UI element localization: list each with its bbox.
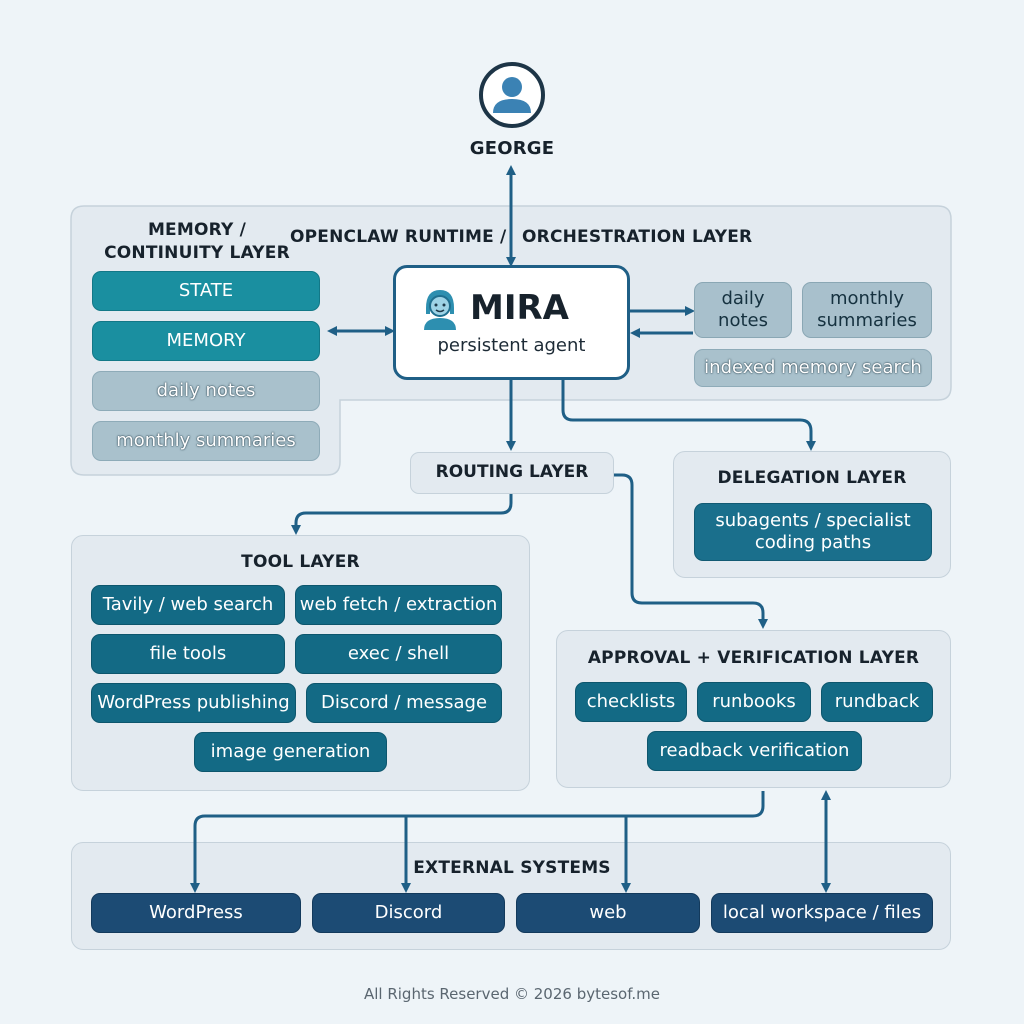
right-chip-indexed-search[interactable]: indexed memory search <box>694 349 932 387</box>
external-chip-web[interactable]: web <box>516 893 700 933</box>
right-chip-daily-notes-line2: notes <box>718 310 768 331</box>
approval-chip-readback-verification[interactable]: readback verification <box>647 731 862 771</box>
user-avatar-icon <box>479 62 545 128</box>
footer-copyright: All Rights Reserved © 2026 bytesof.me <box>363 985 661 1003</box>
right-chip-monthly-summaries-line1: monthly <box>829 287 905 309</box>
external-chip-discord[interactable]: Discord <box>312 893 505 933</box>
approval-chip-runbooks[interactable]: runbooks <box>697 682 811 722</box>
approval-layer-title: APPROVAL + VERIFICATION LAYER <box>587 648 920 668</box>
user-name: GEORGE <box>469 138 555 159</box>
delegation-chip-line2: coding paths <box>754 532 872 553</box>
delegation-chip-subagents[interactable]: subagents / specialist coding paths <box>694 503 932 561</box>
memory-chip-monthly-summaries[interactable]: monthly summaries <box>92 421 320 461</box>
tool-chip-wordpress-publishing[interactable]: WordPress publishing <box>91 683 296 723</box>
memory-chip-state[interactable]: STATE <box>92 271 320 311</box>
routing-approval-link <box>614 473 768 629</box>
right-chip-daily-notes-line1: daily <box>721 287 765 309</box>
right-chip-monthly-summaries-line2: summaries <box>817 310 917 331</box>
external-systems-title: EXTERNAL SYSTEMS <box>413 858 611 878</box>
tool-layer-title: TOOL LAYER <box>241 552 360 572</box>
approval-external-link <box>190 791 765 893</box>
agent-card[interactable]: MIRA persistent agent <box>393 265 630 380</box>
delegation-chip-line1: subagents / specialist <box>715 509 911 531</box>
memory-chip-daily-notes[interactable]: daily notes <box>92 371 320 411</box>
tool-chip-image-generation[interactable]: image generation <box>194 732 387 772</box>
memory-chip-memory[interactable]: MEMORY <box>92 321 320 361</box>
approval-chip-rundback[interactable]: rundback <box>821 682 933 722</box>
right-chip-monthly-summaries[interactable]: monthly summaries <box>802 282 932 338</box>
external-chip-wordpress[interactable]: WordPress <box>91 893 301 933</box>
routing-layer-box[interactable]: ROUTING LAYER <box>410 452 614 494</box>
mira-delegation-link <box>561 380 816 451</box>
tool-chip-discord-message[interactable]: Discord / message <box>306 683 502 723</box>
external-chip-local-workspace[interactable]: local workspace / files <box>711 893 933 933</box>
memory-layer-title-line1: MEMORY / <box>147 220 247 240</box>
agent-icon <box>424 290 456 330</box>
agent-subtitle: persistent agent <box>437 335 586 356</box>
routing-tool-link <box>291 494 513 535</box>
tool-chip-tavily[interactable]: Tavily / web search <box>91 585 285 625</box>
right-chip-daily-notes[interactable]: daily notes <box>694 282 792 338</box>
runtime-title-right: ORCHESTRATION LAYER <box>522 227 753 247</box>
runtime-title-left: OPENCLAW RUNTIME / <box>290 227 507 247</box>
tool-chip-file-tools[interactable]: file tools <box>91 634 285 674</box>
agent-name: MIRA <box>470 288 569 328</box>
memory-layer-title-line2: CONTINUITY LAYER <box>104 243 290 263</box>
delegation-layer-title: DELEGATION LAYER <box>717 468 907 488</box>
tool-chip-web-fetch[interactable]: web fetch / extraction <box>295 585 502 625</box>
approval-chip-checklists[interactable]: checklists <box>575 682 687 722</box>
tool-chip-exec-shell[interactable]: exec / shell <box>295 634 502 674</box>
